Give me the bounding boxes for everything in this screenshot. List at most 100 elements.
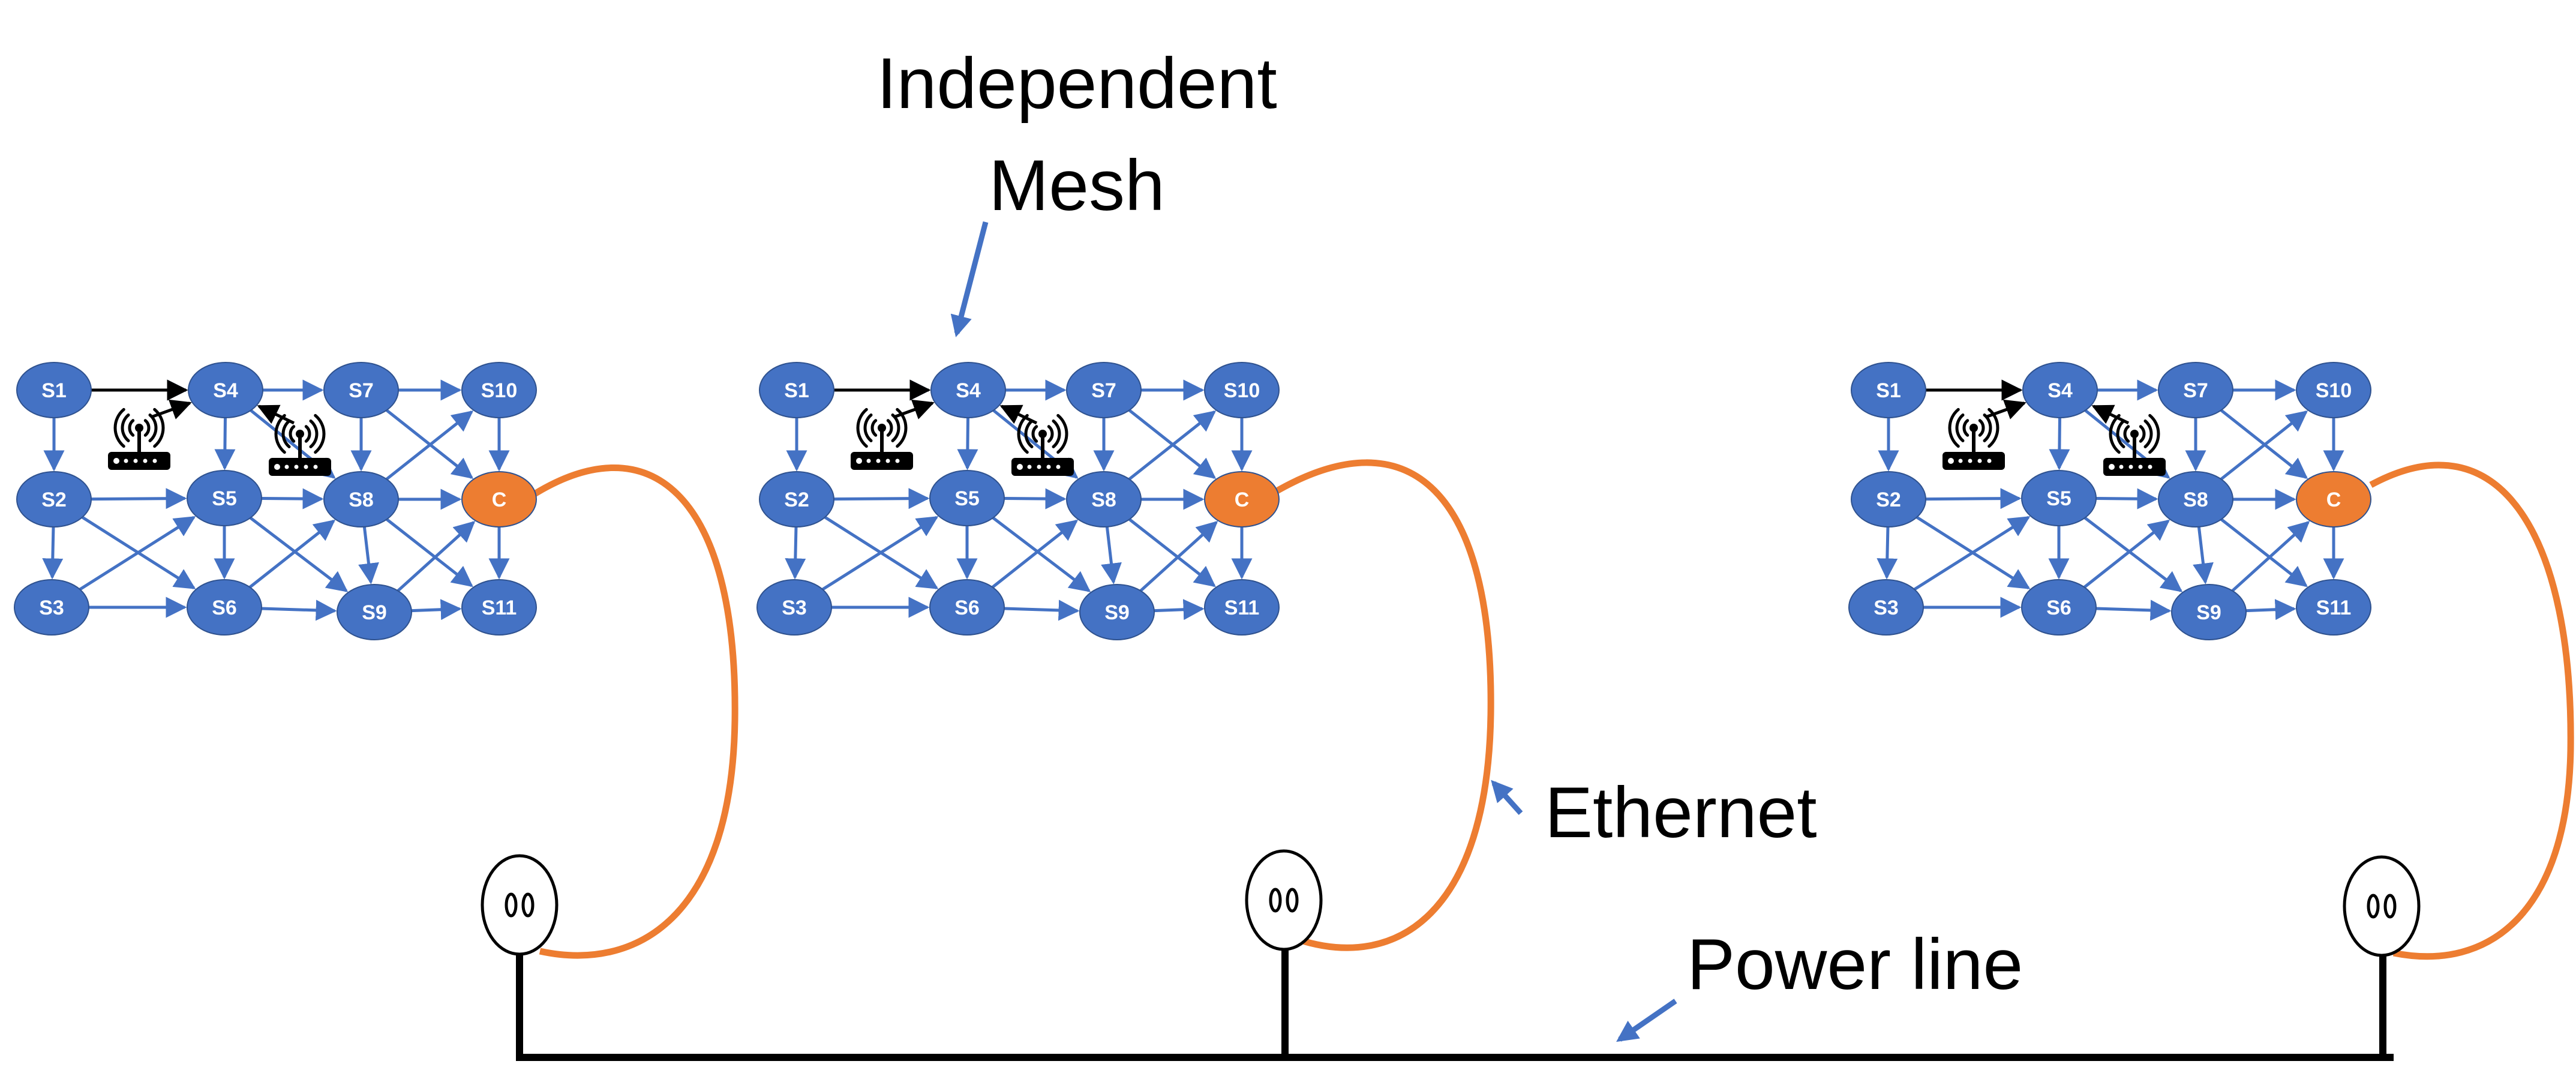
mesh-edge-s3-s5: [1913, 515, 2031, 591]
mesh-node-s11: S11: [1204, 579, 1280, 636]
mesh-node-label: S6: [954, 597, 980, 619]
mesh-node-s2: S2: [16, 471, 92, 527]
ethernet-cable-middle: [1273, 459, 1494, 951]
mesh-edge-s8-s11: [386, 518, 473, 588]
mesh-edges: [1877, 379, 2344, 621]
mesh-node-s9: S9: [2171, 584, 2247, 640]
mesh-node-label: S2: [1876, 488, 1901, 511]
mesh-node-s5: S5: [187, 470, 262, 526]
mesh-node-label: C: [2326, 488, 2341, 511]
mesh-node-label: S2: [784, 488, 809, 511]
mesh-edge-s9-c: [1139, 520, 1218, 592]
mesh-edge-s6-s8: [2083, 519, 2170, 589]
mesh-node-label: S9: [1104, 601, 1130, 624]
power-line-pointer: [1616, 999, 1677, 1042]
mesh-node-label: S4: [2047, 379, 2073, 402]
mesh-node-s7: S7: [323, 362, 399, 418]
mesh-node-label: C: [492, 488, 507, 511]
mesh-node-s11: S11: [2296, 579, 2371, 636]
power-outlet-icon: [481, 854, 559, 956]
mesh-node-label: S3: [1874, 597, 1899, 619]
wifi-router-icon: [269, 413, 331, 476]
mesh-node-label: S6: [2046, 597, 2071, 619]
mesh-edge-s6-s8: [991, 519, 1079, 589]
mesh-edge-s5-s9: [2083, 516, 2183, 592]
mesh-edge-s3-s5: [79, 515, 196, 591]
ethernet-cable-right: [2369, 461, 2574, 960]
mesh-edge-s8-s11: [1128, 518, 1216, 588]
mesh-node-s1: S1: [16, 362, 92, 418]
mesh-node-s8: S8: [2158, 471, 2233, 527]
ethernet-cables: [526, 459, 2574, 960]
mesh-edge-s2-s3: [1877, 526, 1898, 580]
mesh-edge-s3-s5: [821, 515, 939, 591]
mesh-node-label: S1: [784, 379, 809, 402]
mesh-node-s6: S6: [2021, 579, 2097, 636]
mesh-edge-s8-s9: [1101, 526, 1122, 585]
mesh-node-label: S3: [782, 597, 807, 619]
mesh-edge-s2-s5: [833, 488, 930, 509]
independent-mesh-label-line2: Mesh: [989, 145, 1164, 226]
mesh-node-s1: S1: [1851, 362, 1926, 418]
mesh-node-label: S11: [482, 597, 517, 619]
mesh-edge-s2-s3: [42, 526, 64, 580]
mesh-node-label: S9: [362, 601, 387, 624]
mesh-node-label: S7: [1091, 379, 1116, 402]
mesh-node-label: S3: [39, 597, 64, 619]
mesh-edge-s8-s9: [2193, 526, 2214, 585]
mesh-edge-s8-s10: [1128, 410, 1217, 481]
mesh-node-s8: S8: [323, 471, 399, 527]
mesh-node-s5: S5: [929, 470, 1005, 526]
mesh-edge-s2-s5: [1925, 488, 2022, 509]
mesh-node-s3: S3: [1848, 579, 1924, 636]
mesh-node-s1: S1: [759, 362, 834, 418]
mesh-node-c: C: [2296, 471, 2371, 527]
mesh-edge-s5-s9: [249, 516, 349, 592]
mesh-node-label: C: [1235, 488, 1250, 511]
mesh-node-label: S10: [1224, 379, 1260, 402]
independent-mesh-pointer: [950, 221, 989, 337]
wifi-router-icon: [1942, 407, 2005, 470]
power-outlet-icon: [1245, 849, 1323, 951]
wifi-router-icon: [1011, 413, 1074, 476]
mesh-node-s9: S9: [337, 584, 412, 640]
mesh-edge-s4-s5: [214, 417, 236, 470]
mesh-node-label: S5: [2046, 487, 2071, 510]
independent-mesh-label-line1: Independent: [876, 43, 1277, 124]
mesh-node-label: S11: [1224, 597, 1260, 619]
mesh-edge-s6-s9: [1004, 600, 1080, 621]
mesh-edge-s9-c: [397, 520, 476, 592]
mesh-edge-s5-s9: [992, 516, 1091, 592]
mesh-edge-s2-s5: [91, 488, 187, 509]
mesh-node-s6: S6: [929, 579, 1005, 636]
mesh-edge-s8-s10: [2220, 410, 2308, 481]
mesh-node-label: S9: [2196, 601, 2221, 624]
mesh-node-label: S10: [2316, 379, 2352, 402]
mesh-node-s11: S11: [461, 579, 537, 636]
mesh-node-label: S7: [349, 379, 374, 402]
mesh-node-s6: S6: [187, 579, 262, 636]
mesh-node-label: S2: [41, 488, 67, 511]
mesh-node-s10: S10: [2296, 362, 2371, 418]
mesh-node-s3: S3: [14, 579, 89, 636]
mesh-node-s4: S4: [930, 362, 1006, 418]
mesh-node-label: S4: [213, 379, 238, 402]
mesh-node-s5: S5: [2021, 470, 2097, 526]
mesh-node-label: S10: [481, 379, 518, 402]
mesh-edges: [42, 379, 510, 621]
mesh-edge-s2-s3: [785, 526, 806, 580]
mesh-edge-s8-s11: [2220, 518, 2308, 588]
mesh-node-s10: S10: [461, 362, 537, 418]
mesh-edge-s6-s9: [261, 600, 337, 621]
mesh-node-s3: S3: [756, 579, 832, 636]
mesh-node-label: S7: [2183, 379, 2208, 402]
mesh-edge-s9-s11: [2245, 599, 2296, 621]
mesh-node-c: C: [1204, 471, 1280, 527]
mesh-edge-s9-c: [2231, 520, 2310, 592]
mesh-edge-s4-s5: [2049, 417, 2070, 470]
mesh-edge-s6-s8: [248, 519, 336, 589]
mesh-node-label: S6: [212, 597, 237, 619]
